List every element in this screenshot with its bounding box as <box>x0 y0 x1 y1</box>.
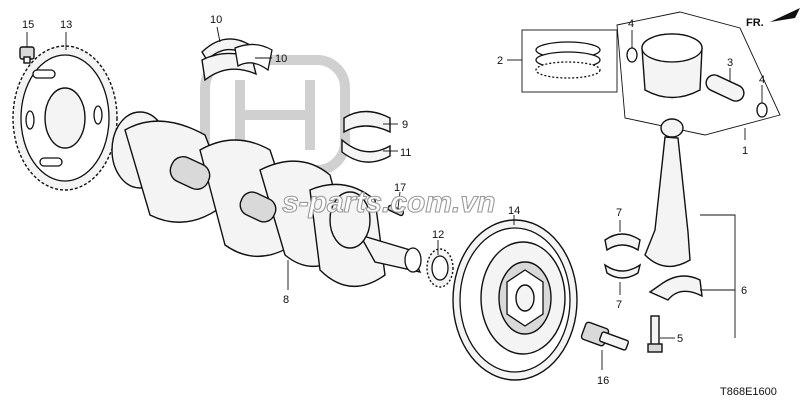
callout-12: 12 <box>432 229 444 241</box>
callout-13: 13 <box>60 19 72 31</box>
part-14-crankshaft-pulley <box>452 219 578 381</box>
callout-1: 1 <box>742 145 748 157</box>
callout-10-side: 10 <box>275 53 287 65</box>
part-7-rod-bearing-upper <box>604 233 641 252</box>
part-2-piston-ring-set <box>521 29 618 93</box>
callout-11: 11 <box>400 147 411 159</box>
part-5-rod-bolt <box>647 315 663 353</box>
part-4-snap-ring-right <box>756 102 768 118</box>
callout-10-top: 10 <box>210 14 222 26</box>
callout-7-top: 7 <box>616 207 622 219</box>
part-11-main-bearing-lower <box>341 138 391 163</box>
callout-5: 5 <box>677 333 683 345</box>
part-6-connecting-rod-cap <box>648 275 703 301</box>
callout-8: 8 <box>283 294 289 306</box>
front-direction-arrow: FR. <box>746 8 800 29</box>
connecting-rod <box>644 118 691 268</box>
part-7-rod-bearing-lower <box>603 263 642 279</box>
diagram-code: T868E1600 <box>720 386 777 398</box>
callout-4-right: 4 <box>759 74 765 86</box>
callout-15: 15 <box>22 19 34 31</box>
front-direction-label: FR. <box>746 17 764 29</box>
callout-3: 3 <box>727 57 733 69</box>
part-8-crankshaft <box>111 111 422 288</box>
callout-14: 14 <box>508 205 520 217</box>
callout-16: 16 <box>597 375 609 387</box>
part-12-crank-sprocket <box>426 248 454 288</box>
callout-7-bottom: 7 <box>616 299 622 311</box>
part-16-pulley-bolt <box>580 321 630 351</box>
piston <box>641 33 703 99</box>
part-17-woodruff-key <box>387 204 405 217</box>
part-15-bolt <box>19 46 35 64</box>
callout-numbers: 15 13 10 10 9 11 17 8 12 14 16 2 1 3 4 4… <box>22 14 765 387</box>
part-1-piston-assembly-box <box>616 11 781 136</box>
callout-17: 17 <box>394 182 406 194</box>
part-9-thrust-bearing <box>343 110 391 134</box>
part-3-piston-pin <box>705 74 745 102</box>
callout-2: 2 <box>497 55 503 67</box>
leader-lines <box>26 26 763 370</box>
callout-6: 6 <box>741 285 747 297</box>
part-4-snap-ring-left <box>626 47 638 63</box>
part-13-drive-plate <box>12 45 118 191</box>
site-watermark: s-parts.com.vn <box>282 186 495 219</box>
callout-9: 9 <box>402 119 408 131</box>
part-10-main-bearing-upper <box>201 38 273 82</box>
callout-4-left: 4 <box>628 18 634 30</box>
